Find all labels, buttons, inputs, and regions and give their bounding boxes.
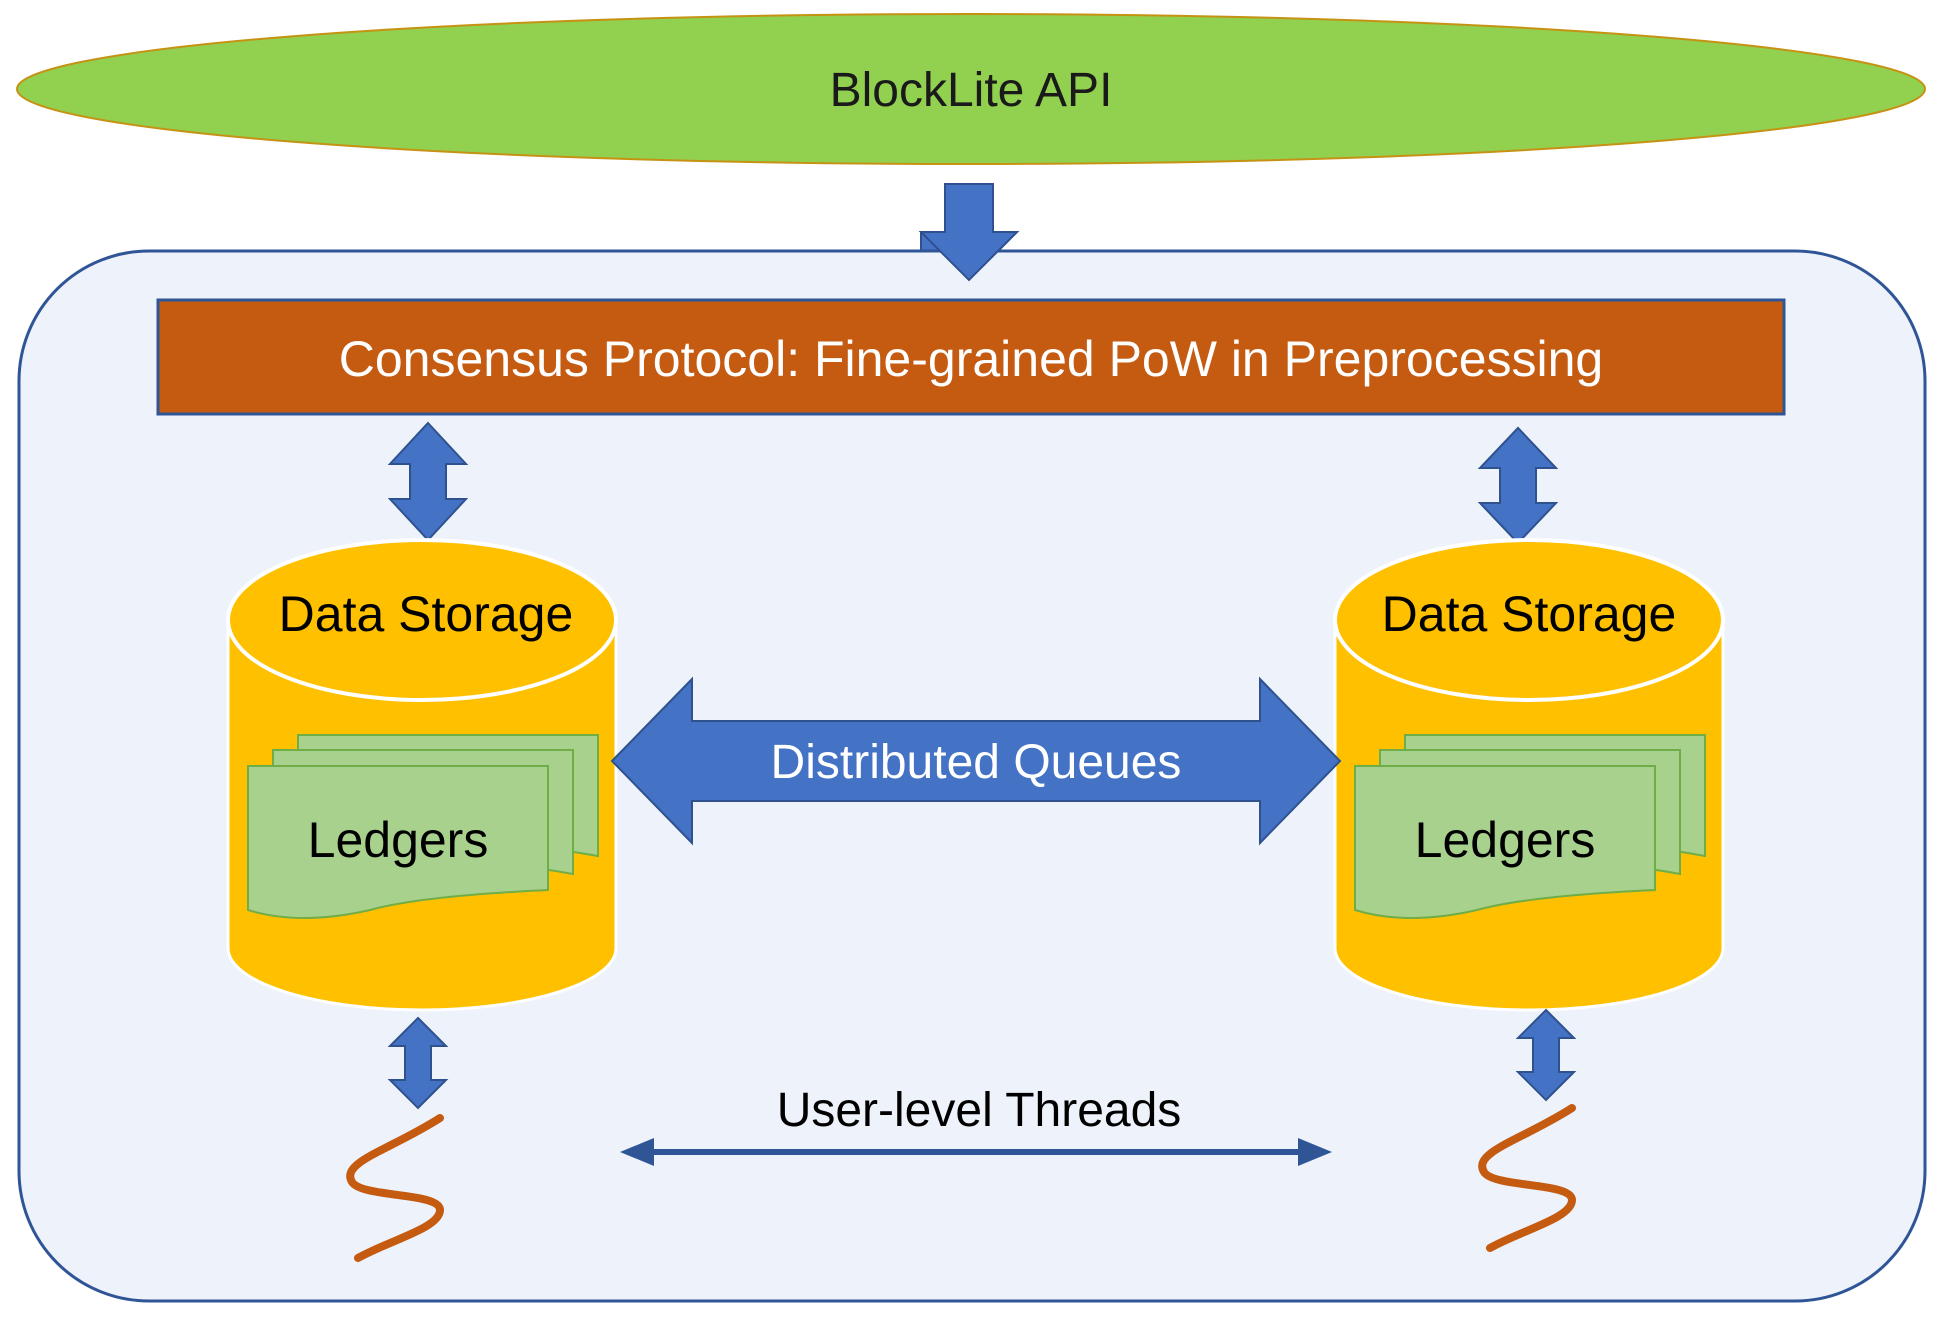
api-down-arrow-head <box>918 183 1020 282</box>
left-ledger-sheet-front <box>247 765 549 919</box>
user-threads-arrow-left-head <box>620 1138 654 1166</box>
right-data-storage: Data Storage Ledgers <box>1333 538 1725 1012</box>
left-data-storage: Data Storage Ledgers <box>226 538 618 1012</box>
right-ledger-sheet-front <box>1354 765 1656 919</box>
distributed-queues-arrow <box>610 676 1342 846</box>
left-storage-thread-arrow <box>387 1016 449 1110</box>
consensus-bar <box>156 298 1786 416</box>
right-ledgers-label: Ledgers <box>1415 812 1596 868</box>
right-storage-thread-arrow <box>1515 1008 1577 1102</box>
user-threads-arrow-right-head <box>1298 1138 1332 1166</box>
left-storage-title: Data Storage <box>279 586 574 642</box>
api-label: BlockLite API <box>830 64 1113 117</box>
consensus-label: Consensus Protocol: Fine-grained PoW in … <box>339 331 1604 387</box>
left-ledgers-label: Ledgers <box>308 812 489 868</box>
user-threads-label: User-level Threads <box>777 1084 1182 1137</box>
api-ellipse <box>16 13 1926 165</box>
distributed-queues-label: Distributed Queues <box>771 736 1182 789</box>
right-thread-icon <box>1478 1104 1577 1252</box>
left-thread-icon <box>346 1114 445 1262</box>
right-storage-title: Data Storage <box>1382 586 1677 642</box>
